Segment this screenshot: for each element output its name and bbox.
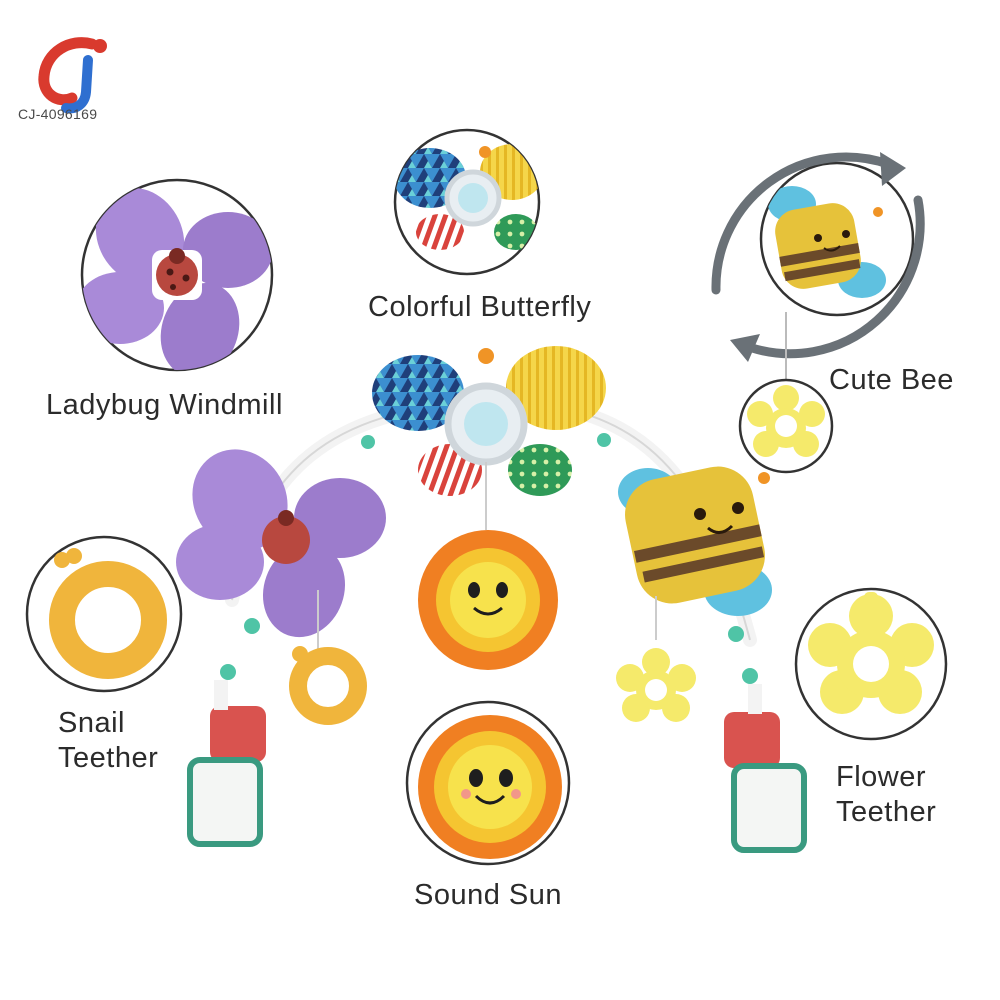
label-cute-bee: Cute Bee (829, 364, 954, 396)
label-flower-line2: Teether (836, 796, 937, 828)
brand-code: CJ-4096169 (18, 106, 98, 122)
bee-flower-teether-small (738, 312, 834, 474)
sound-sun-closeup (405, 700, 571, 866)
butterfly-closeup (393, 128, 541, 276)
label-sound-sun: Sound Sun (414, 879, 563, 911)
label-snail-line1: Snail (58, 707, 125, 739)
arch-toy-main (176, 346, 807, 853)
brand-logo-mark (38, 37, 107, 114)
ladybug-windmill-closeup (80, 178, 274, 372)
label-flower-line1: Flower (836, 761, 927, 793)
label-colorful-butterfly: Colorful Butterfly (368, 291, 592, 323)
label-ladybug-windmill: Ladybug Windmill (46, 389, 283, 421)
bee-closeup (759, 161, 915, 317)
rotation-arrows (711, 152, 925, 362)
label-snail-line2: Teether (58, 742, 159, 774)
flower-teether-closeup (794, 587, 948, 741)
snail-teether-closeup (25, 535, 183, 693)
